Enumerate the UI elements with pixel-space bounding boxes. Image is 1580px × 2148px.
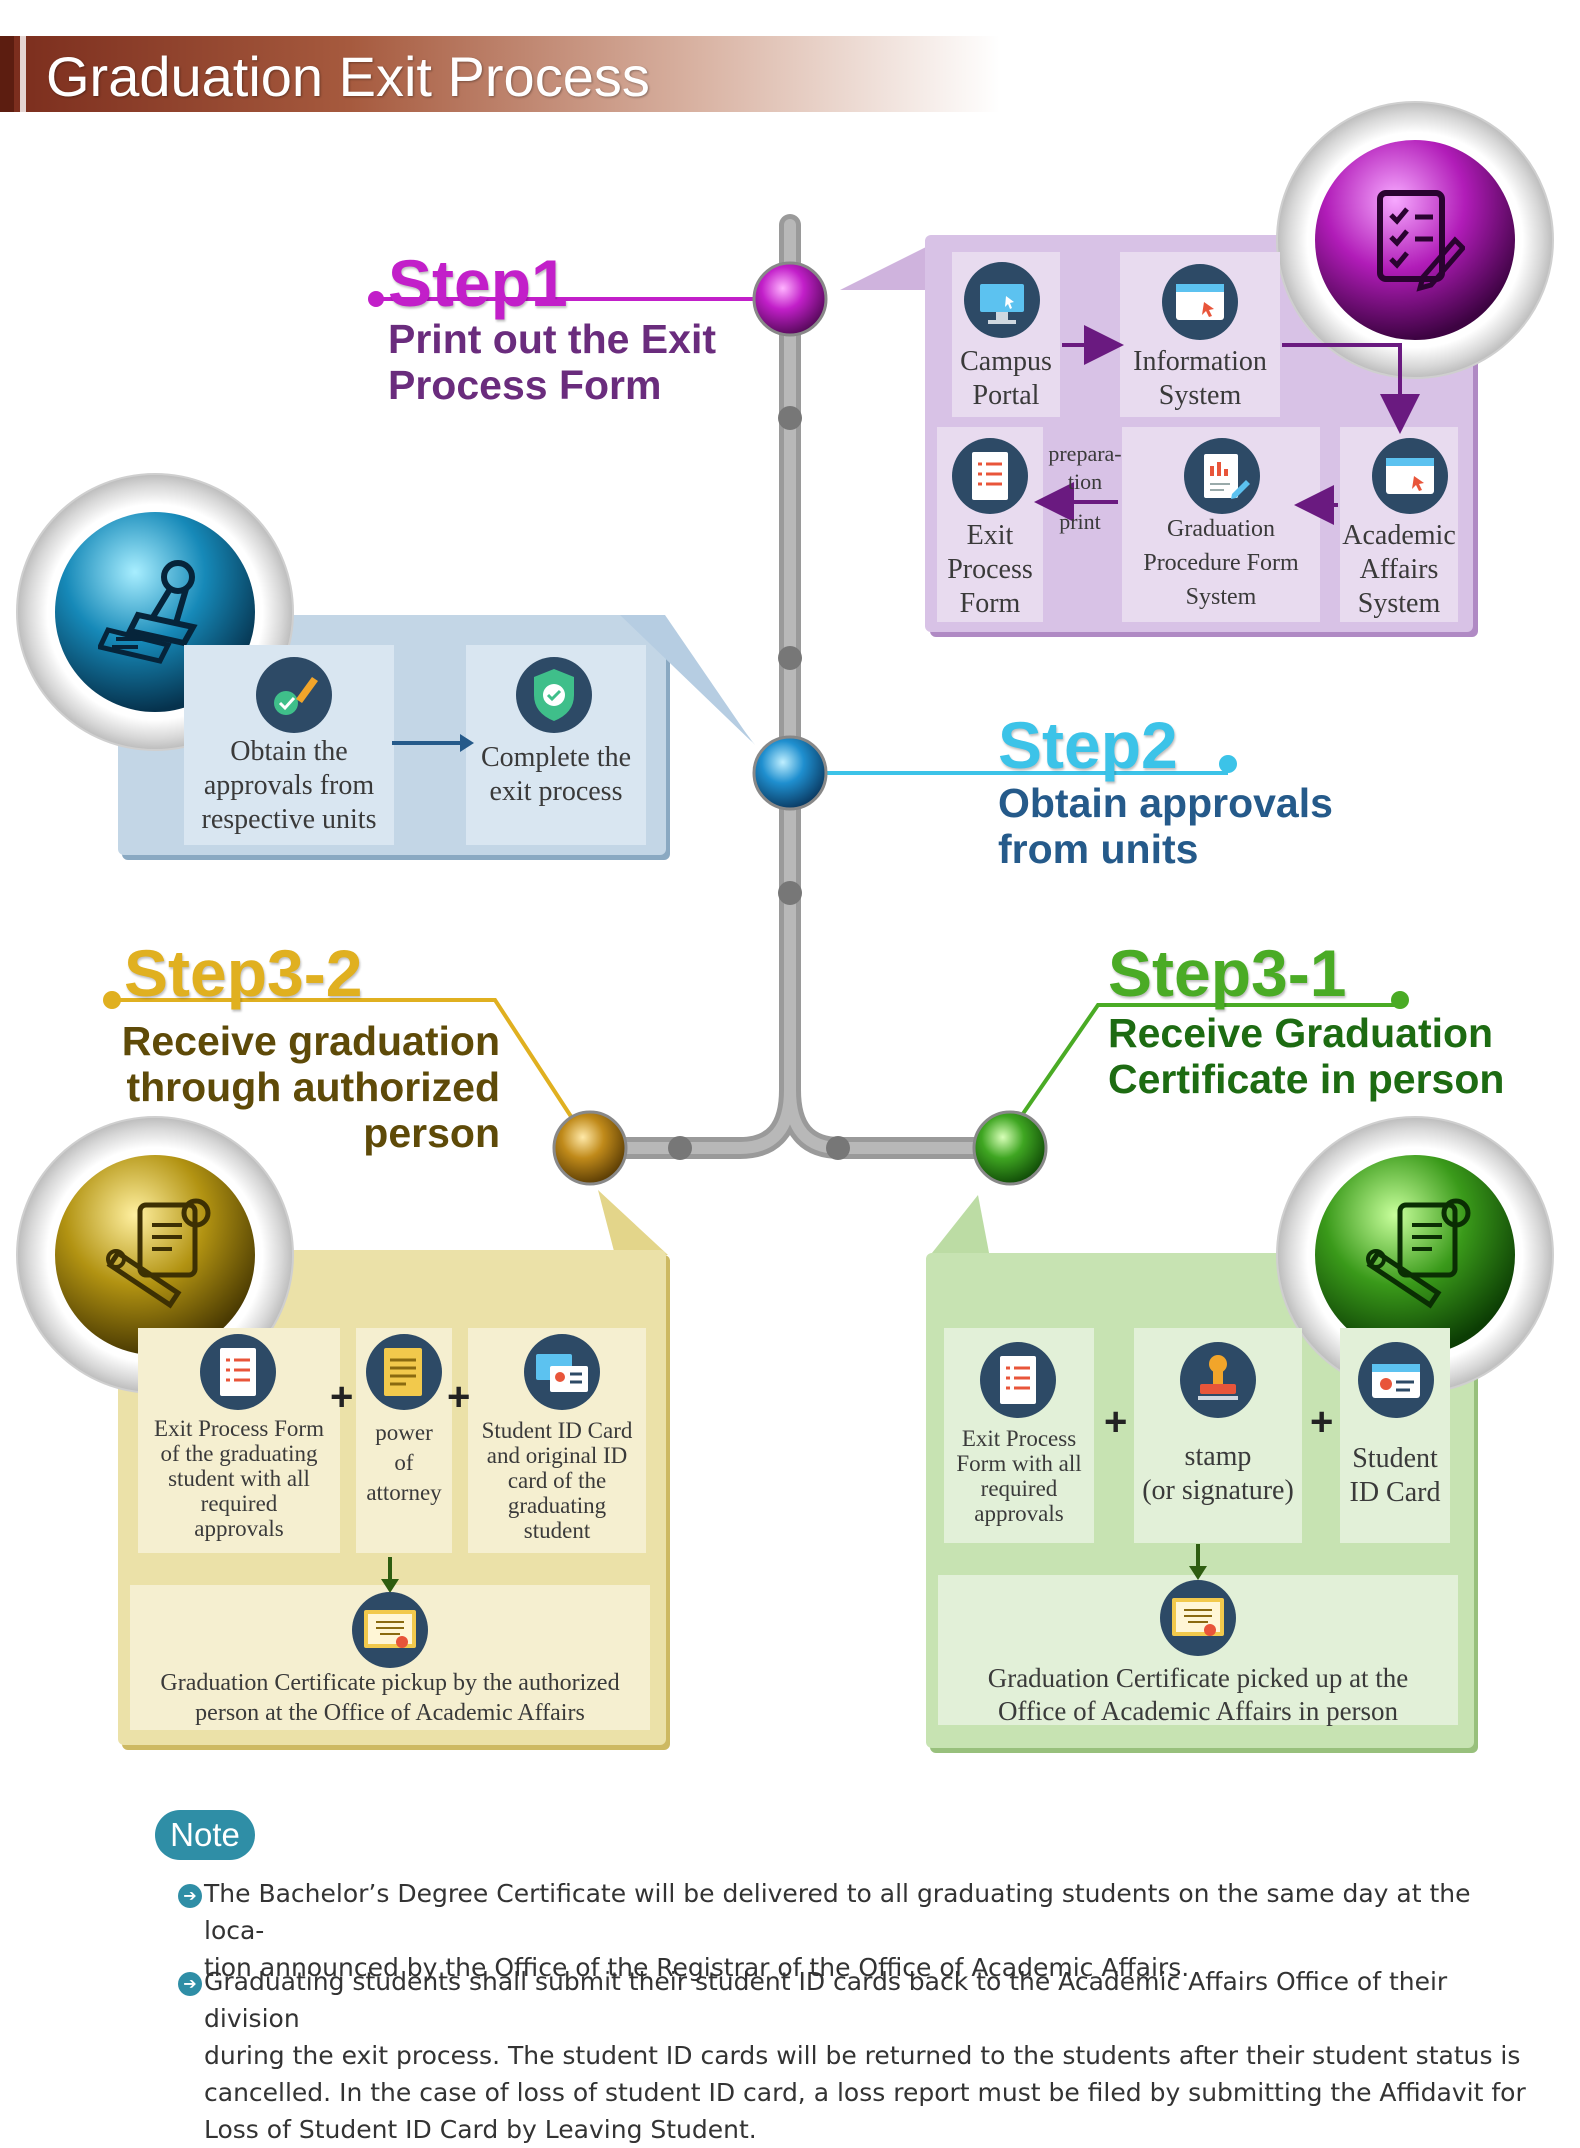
page-title: Graduation Exit Process [46, 45, 650, 108]
label-id-card-authorized: Student ID Card and original ID card of … [481, 1418, 633, 1543]
label-campus-portal: Campus Portal [960, 346, 1052, 411]
header-accent-stripe [20, 36, 26, 112]
diploma-certificate-icon [106, 1198, 211, 1309]
form-document-icon-green [980, 1342, 1056, 1418]
computer-monitor-icon [964, 262, 1040, 338]
plus-sign: + [1310, 1400, 1334, 1444]
step1-flow-arrows [1034, 325, 1420, 525]
note-badge: Note [155, 1810, 255, 1860]
label-complete-exit: Complete the exit process [480, 742, 632, 807]
bullet-arrow-icon: ➔ [178, 1884, 202, 1908]
id-card-icon [1358, 1342, 1434, 1418]
step2-subtitle: Obtain approvals from units [998, 780, 1333, 872]
power-of-attorney-document-icon [366, 1334, 442, 1410]
label-power-of-attorney: power of attorney [366, 1420, 442, 1505]
label-information-system: Information System [1133, 346, 1267, 411]
approval-stamp-check-icon [256, 657, 332, 733]
checklist-form-icon [1377, 190, 1465, 292]
label-preparation: prepara- tion [1048, 441, 1122, 494]
step3-1-subtitle: Receive Graduation Certificate in person [1108, 1010, 1505, 1102]
form-document-icon-gold [200, 1334, 276, 1410]
plus-sign: + [1104, 1400, 1128, 1444]
header-banner [0, 36, 1000, 112]
shield-check-icon [516, 657, 592, 733]
step2-flow-arrow [392, 734, 474, 752]
label-obtain-approvals: Obtain the approvals from respective uni… [201, 736, 377, 835]
label-exit-form-authorized: Exit Process Form of the graduating stud… [154, 1416, 324, 1541]
stamp-icon [1180, 1342, 1256, 1418]
label-result-authorized: Graduation Certificate pickup by the aut… [160, 1670, 620, 1726]
id-cards-icon [524, 1334, 600, 1410]
label-exit-form-in-person: Exit Process Form with all required appr… [956, 1426, 1082, 1526]
certificate-icon-green [1160, 1580, 1236, 1656]
label-id-card-in-person: Student ID Card [1349, 1443, 1441, 1508]
bullet-arrow-icon: ➔ [178, 1972, 202, 1996]
step2-title: Step2 [998, 708, 1178, 782]
plus-sign: + [447, 1375, 471, 1419]
label-result-in-person: Graduation Certificate picked up at the … [987, 1663, 1409, 1726]
note-bullet-1: The Bachelor’s Degree Certificate will b… [204, 1879, 1471, 1982]
form-document-icon [952, 438, 1028, 514]
plus-sign: + [330, 1375, 354, 1419]
label-academic-affairs-system: Academic Affairs System [1342, 520, 1456, 619]
browser-cursor-icon [1372, 438, 1448, 514]
step1-subtitle: Print out the Exit Process Form [388, 316, 716, 408]
browser-window-icon [1162, 264, 1238, 340]
down-arrow-icon [381, 1557, 399, 1593]
certificate-icon [352, 1592, 428, 1668]
label-graduation-procedure-form-system: Graduation Procedure Form System [1143, 516, 1299, 610]
label-exit-process-form: Exit Process Form [947, 520, 1033, 619]
down-arrow-icon [1189, 1544, 1207, 1580]
note-bullet-2: Graduating students shall submit their s… [204, 1967, 1526, 2144]
diploma-certificate-icon-green [1366, 1198, 1471, 1309]
label-stamp: stamp (or signature) [1142, 1441, 1294, 1506]
header-accent-bar [0, 36, 14, 112]
stamp-approval-icon [98, 560, 198, 664]
label-print: print [1059, 509, 1101, 534]
step3-1-title: Step3-1 [1108, 936, 1347, 1010]
step3-2-subtitle: Receive graduation through authorized pe… [121, 1018, 500, 1156]
chart-document-pencil-icon [1184, 438, 1260, 514]
step1-title: Step1 [388, 246, 568, 320]
step3-2-title: Step3-2 [124, 936, 363, 1010]
